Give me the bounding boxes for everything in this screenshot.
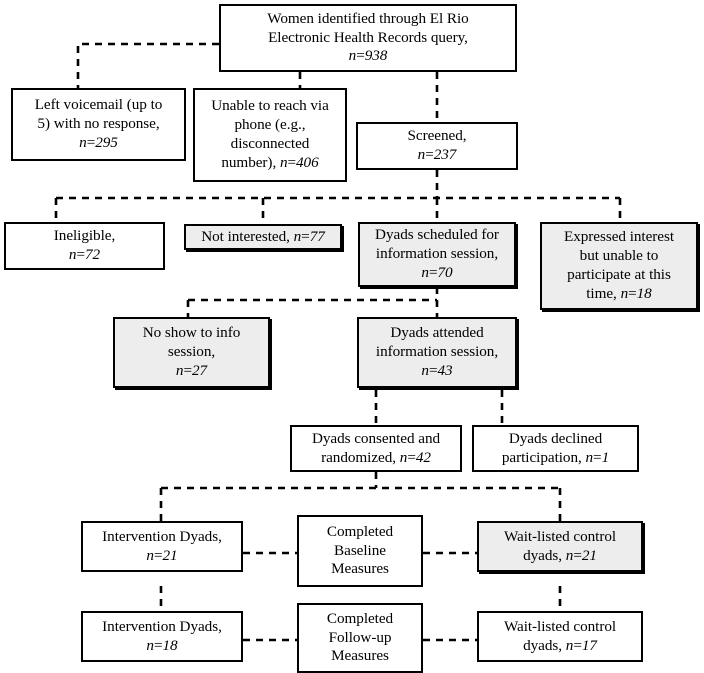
node-screened-label: Screened, n=237 <box>407 127 467 163</box>
node-intervention-dyads-baseline-label: Intervention Dyads, n=21 <box>102 527 222 564</box>
node-not-interested-label: Not interested, n=77 <box>201 227 325 245</box>
node-ineligible: Ineligible, n=72 <box>4 222 165 270</box>
node-not-interested: Not interested, n=77 <box>184 224 342 250</box>
node-women-identified-label: Women identified through El Rio Electron… <box>267 9 469 65</box>
node-intervention-dyads-baseline: Intervention Dyads, n=21 <box>81 521 243 572</box>
node-completed-baseline-measures-label: Completed Baseline Measures <box>326 522 394 578</box>
node-no-show-label: No show to info session, n=27 <box>142 324 241 379</box>
node-left-voicemail: Left voicemail (up to 5) with no respons… <box>11 88 186 161</box>
node-expressed-interest-label: Expressed interest but unable to partici… <box>563 228 675 302</box>
node-ineligible-label: Ineligible, n=72 <box>53 227 116 263</box>
node-unable-to-reach-phone: Unable to reach via phone (e.g., disconn… <box>193 88 347 182</box>
node-women-identified: Women identified through El Rio Electron… <box>219 4 517 72</box>
node-screened: Screened, n=237 <box>356 122 518 170</box>
node-completed-followup-measures: Completed Follow-up Measures <box>297 603 423 673</box>
node-no-show: No show to info session, n=27 <box>113 317 270 388</box>
node-dyads-scheduled: Dyads scheduled for information session,… <box>358 222 516 287</box>
node-dyads-attended: Dyads attended information session, n=43 <box>357 317 517 388</box>
node-waitlisted-control-baseline-label: Wait-listed control dyads, n=21 <box>503 527 617 564</box>
node-dyads-scheduled-label: Dyads scheduled for information session,… <box>375 226 499 281</box>
node-dyads-declined-label: Dyads declined participation, n=1 <box>501 429 610 466</box>
node-dyads-consented: Dyads consented and randomized, n=42 <box>290 425 462 472</box>
node-waitlisted-control-baseline: Wait-listed control dyads, n=21 <box>477 521 643 572</box>
node-left-voicemail-label: Left voicemail (up to 5) with no respons… <box>34 96 163 151</box>
node-waitlisted-control-followup-label: Wait-listed control dyads, n=17 <box>503 617 617 654</box>
connector-identified-to-voicemail <box>76 42 219 88</box>
node-intervention-dyads-followup: Intervention Dyads, n=18 <box>81 611 243 662</box>
node-unable-to-reach-phone-label: Unable to reach via phone (e.g., disconn… <box>211 97 329 171</box>
node-completed-baseline-measures: Completed Baseline Measures <box>297 515 423 587</box>
node-dyads-consented-label: Dyads consented and randomized, n=42 <box>311 429 441 466</box>
node-expressed-interest: Expressed interest but unable to partici… <box>540 222 698 310</box>
node-dyads-declined: Dyads declined participation, n=1 <box>472 425 639 472</box>
node-completed-followup-measures-label: Completed Follow-up Measures <box>326 609 394 665</box>
node-waitlisted-control-followup: Wait-listed control dyads, n=17 <box>477 611 643 662</box>
node-dyads-attended-label: Dyads attended information session, n=43 <box>375 324 499 379</box>
node-intervention-dyads-followup-label: Intervention Dyads, n=18 <box>102 617 222 654</box>
